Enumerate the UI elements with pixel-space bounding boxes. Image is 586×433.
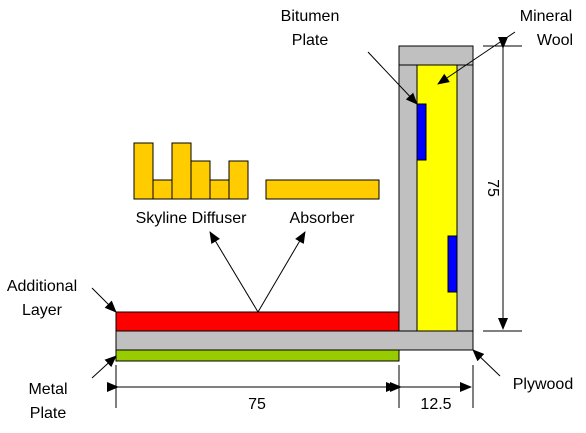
dim-value-bottom-12-5: 12.5 [420,396,451,413]
label-additional-line1: Additional [7,278,77,295]
metal-plate [115,349,400,362]
label-plywood: Plywood [513,376,573,393]
plywood-callout-arrow [472,349,501,377]
label-metal-line2: Plate [30,405,67,422]
plywood-floor [115,330,474,351]
reflection-arrow-right [257,231,306,313]
additional-layer-callout-arrow [91,287,117,313]
dim-value-bottom-75: 75 [248,396,266,413]
label-bitumen-line1: Bitumen [281,8,340,25]
label-absorber: Absorber [290,210,356,227]
bitumen-plate-upper [416,103,427,161]
dim-value-vertical-75: 75 [484,179,501,197]
label-metal-line1: Metal [28,381,67,398]
additional-layer [115,311,400,332]
label-additional-line2: Layer [22,302,63,319]
label-bitumen-line2: Plate [292,32,329,49]
label-skyline-diffuser: Skyline Diffuser [136,210,248,227]
bitumen-plate-lower [447,235,458,293]
metal-plate-callout-arrow [91,355,117,379]
reflection-arrow-left [209,231,259,313]
absorber-shape [265,179,380,200]
bitumen-callout-arrow [367,51,418,105]
label-mineral-wool-line2: Wool [537,32,573,49]
skyline-diffuser-shape [133,142,249,200]
label-mineral-wool-line1: Mineral [520,8,572,25]
